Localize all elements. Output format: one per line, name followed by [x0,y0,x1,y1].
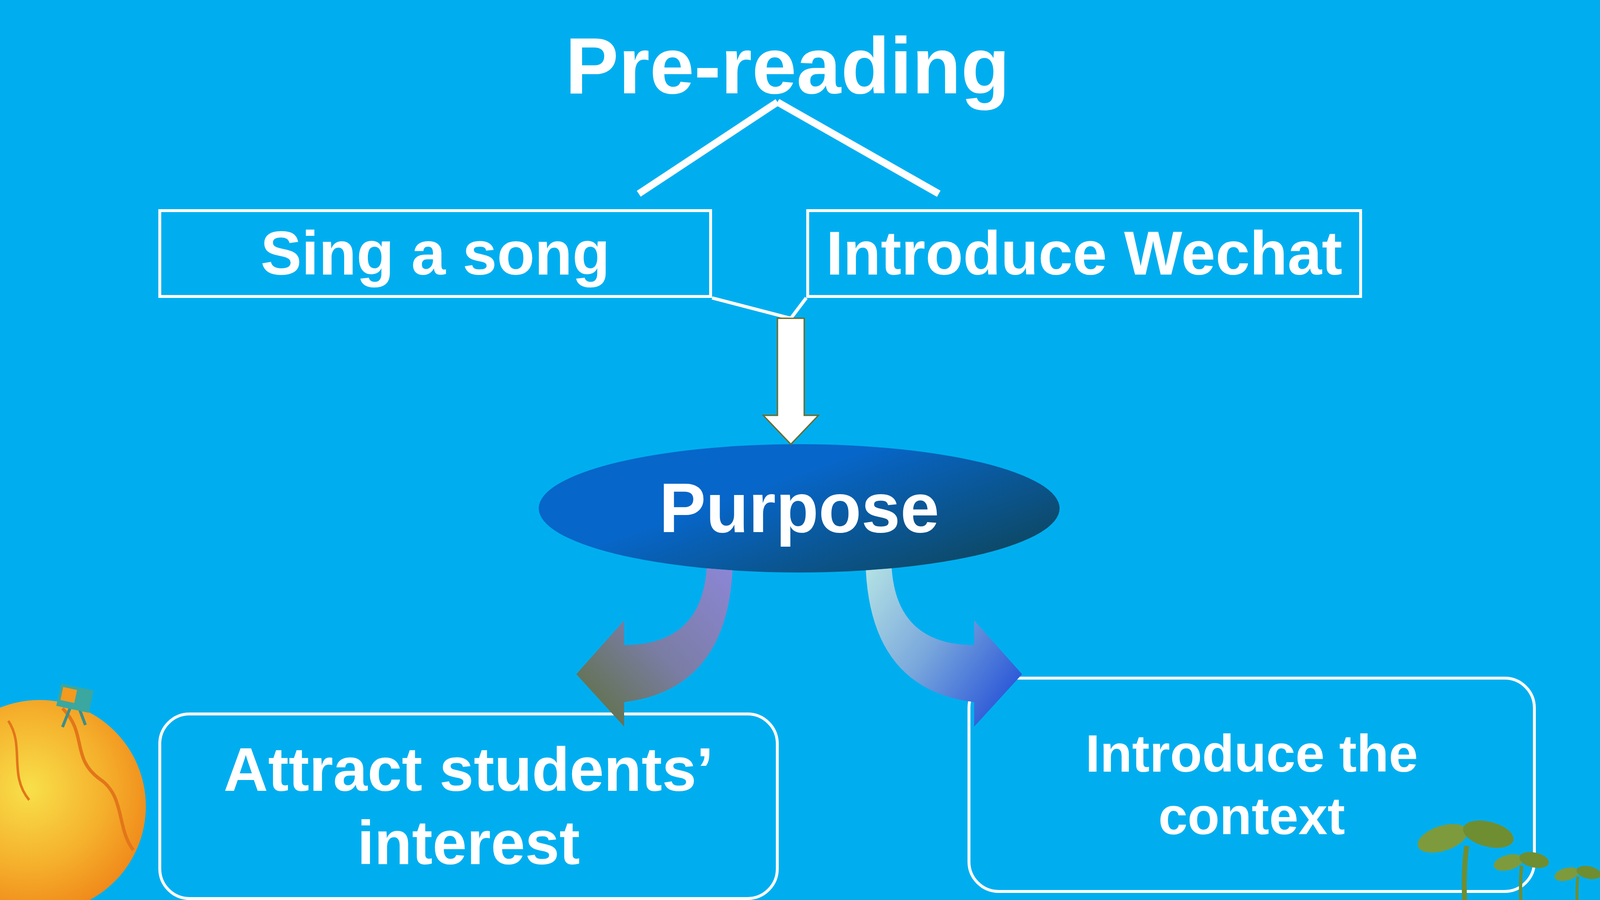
planet-illustration [0,700,146,900]
figure-head [60,687,78,703]
block-arrow [763,318,819,445]
connector [763,297,819,445]
node-label: Sing a song [260,216,610,290]
connector-line [790,297,807,319]
figure-leg [79,708,86,725]
figure-leg [62,708,70,728]
purpose-box: Attract students’ interest [158,712,779,900]
connector [576,568,733,727]
node-label: Attract students’ interest [197,732,740,880]
figure-body [56,683,94,713]
curved-arrow [865,568,1023,727]
sprout-leaf [1575,863,1600,882]
sprout-leaf [1552,865,1581,884]
node-label: Introduce the context [1043,722,1460,848]
branch-line [638,102,778,194]
sprout-stem [1577,876,1578,900]
planet-path [8,720,30,800]
purpose-box: Introduce the context [967,676,1536,893]
ellipse-fill [538,444,1060,573]
branch-line [777,102,939,194]
purpose-ellipse: Purpose [538,444,1060,573]
connector [712,297,819,445]
block-arrow [763,318,819,445]
sprout-stem [1464,845,1467,900]
sprout-stem [1520,865,1522,900]
node-label: Purpose [659,466,940,550]
sprout-leaf [1492,851,1525,874]
curved-arrow [576,568,733,727]
sprout-leaf [1460,815,1517,853]
connector-line [712,297,791,319]
step-box: Sing a song [158,209,713,298]
connector [865,568,1023,727]
step-box: Introduce Wechat [806,209,1363,298]
sprout-leaf [1517,849,1551,871]
node-label: Introduce Wechat [826,216,1343,290]
sprout-leaf [1414,818,1471,858]
slide-title: Pre-reading [565,25,1010,106]
planet-path [62,708,134,850]
